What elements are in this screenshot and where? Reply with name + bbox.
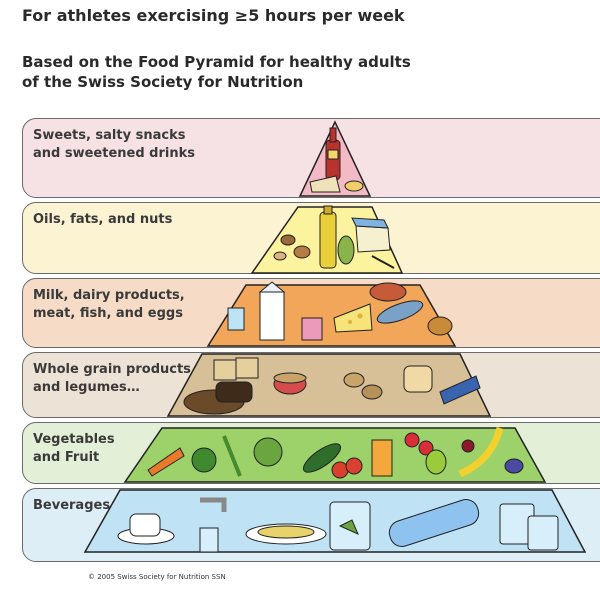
- beverages-illustration: [117, 497, 559, 553]
- band-sweets: Sweets, salty snacks and sweetened drink…: [22, 118, 600, 198]
- subtitle-line-2: of the Swiss Society for Nutrition: [22, 73, 304, 91]
- title-line-1: For athletes exercising ≥5 hours per wee…: [22, 6, 405, 25]
- vegetables-illustration: [147, 427, 524, 479]
- oils-illustration: [273, 205, 395, 269]
- tier-protein: [206, 284, 457, 347]
- subtitle: Based on the Food Pyramid for healthy ad…: [22, 52, 411, 92]
- label-vegetables: Vegetables and Fruit: [33, 432, 115, 465]
- label-oils: Oils, fats, and nuts: [33, 212, 173, 227]
- sweets-illustration: [309, 127, 364, 193]
- label-grains: Whole grain products and legumes…: [33, 362, 191, 395]
- grains-illustration: [183, 357, 481, 415]
- protein-illustration: [227, 281, 453, 341]
- label-beverages: Beverages: [33, 498, 111, 513]
- subtitle-line-1: Based on the Food Pyramid for healthy ad…: [22, 53, 411, 71]
- label-sweets: Sweets, salty snacks and sweetened drink…: [33, 128, 195, 161]
- label-protein: Milk, dairy products, meat, fish, and eg…: [33, 288, 185, 321]
- copyright: © 2005 Swiss Society for Nutrition SSN: [88, 573, 226, 581]
